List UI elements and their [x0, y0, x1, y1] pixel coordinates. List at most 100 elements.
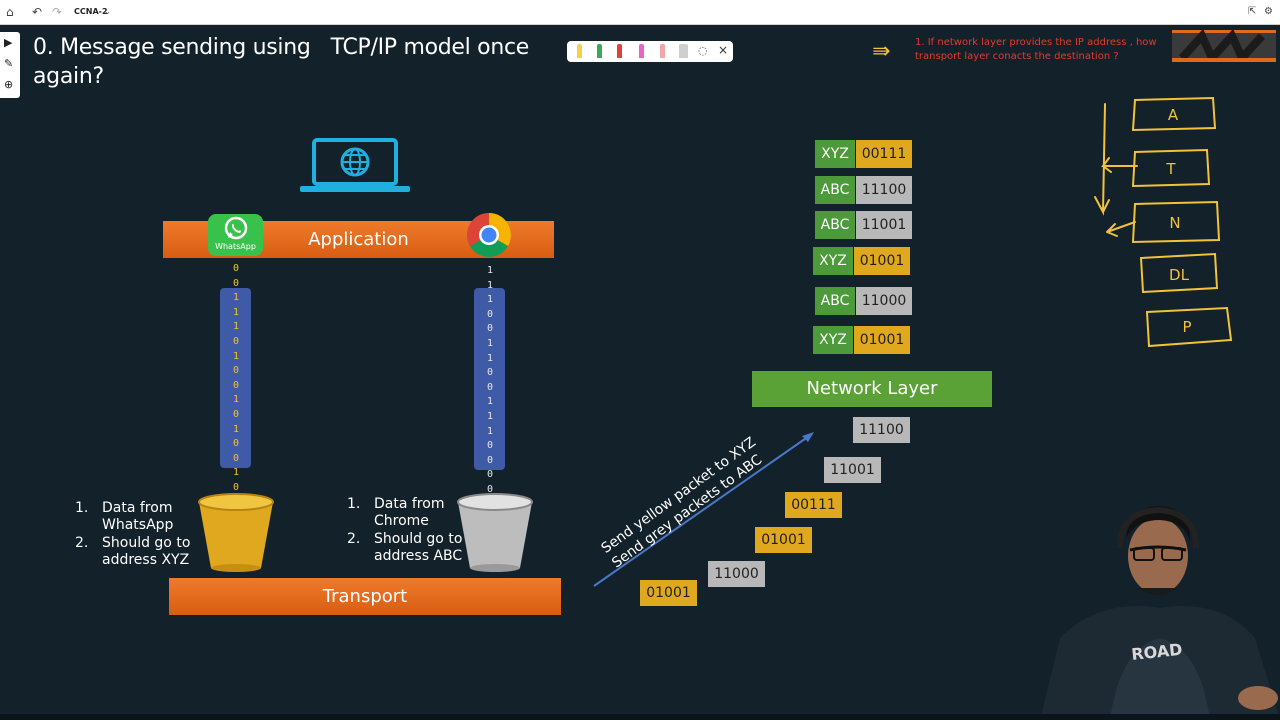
note-text: Data from: [102, 500, 173, 516]
browser-toolbar: ⌂ ↶ ↷ CCNA-2 ⌄ ⇱ ⚙: [0, 0, 1280, 25]
whatsapp-data-tube: [220, 288, 251, 468]
chrome-note: 1. Data from Chrome 2. Should go to addr…: [347, 496, 477, 566]
eraser[interactable]: [679, 44, 688, 58]
channel-logo: [1172, 28, 1276, 66]
yellow-bucket-icon: [198, 493, 274, 572]
hw-layer-dl: DL: [1169, 266, 1190, 284]
bit: 1: [486, 294, 494, 306]
bit: 1: [486, 352, 494, 364]
drawing-tool-sidebar: ▶ ✎ ⊕: [0, 32, 20, 98]
note-text: Should go to: [374, 531, 463, 547]
bit: 1: [486, 425, 494, 437]
bit: 0: [486, 454, 494, 466]
bit: 1: [232, 467, 240, 479]
stair-packet: 01001: [640, 580, 697, 606]
pointer-icon[interactable]: ▶: [4, 36, 13, 49]
note-number: 1.: [75, 500, 89, 516]
bit: 0: [232, 263, 240, 274]
share-icon[interactable]: ⇱: [1248, 6, 1257, 17]
stair-packet: 11000: [708, 561, 765, 587]
hw-layer-p: P: [1182, 318, 1191, 336]
pen-yellow[interactable]: [577, 44, 582, 58]
packet-row: ABC 11000: [815, 287, 913, 315]
grey-bucket-icon: [457, 493, 533, 572]
packet-bits: 11000: [856, 287, 912, 315]
bit: 0: [486, 323, 494, 335]
note-text: Should go to: [102, 535, 191, 551]
home-icon[interactable]: ⌂: [6, 5, 14, 19]
hw-layer-n: N: [1169, 214, 1180, 232]
bit: 1: [232, 292, 240, 304]
red-annotation-line-2: transport layer conacts the destination …: [915, 51, 1119, 62]
bit: 0: [232, 438, 240, 450]
packet-bits: 11100: [856, 176, 912, 204]
highlighter[interactable]: [660, 44, 665, 58]
note-text: Data from: [374, 496, 445, 512]
note-number: 2.: [347, 531, 361, 547]
packet-address: XYZ: [813, 247, 853, 275]
bit: 1: [232, 394, 240, 406]
packet-address: ABC: [815, 211, 855, 239]
bit: 1: [232, 423, 240, 435]
bit: 0: [232, 335, 240, 347]
handwritten-arrow-icon: ⇛: [872, 39, 891, 64]
close-icon[interactable]: ×: [718, 43, 729, 57]
bit: 0: [232, 408, 240, 420]
slide-title: 0. Message sending using TCP/IP model on…: [33, 33, 529, 91]
stair-packet: 11100: [853, 417, 910, 443]
hw-layer-t: T: [1165, 160, 1176, 178]
packet-row: XYZ 01001: [813, 247, 911, 275]
packet-bits: 01001: [854, 326, 910, 354]
handwritten-layer-stack: A T N DL P: [1094, 96, 1233, 348]
stair-packet: 11001: [824, 457, 881, 483]
whatsapp-bit-stream: 0 0 1 1 1 0 1 0 0 1 0 1 0 0 1 0: [229, 262, 243, 496]
stair-packet: 00111: [785, 492, 842, 518]
diagonal-arrow-icon: [593, 432, 814, 587]
bit: 0: [232, 481, 240, 493]
add-icon[interactable]: ⊕: [4, 78, 14, 91]
bit: 0: [232, 277, 240, 289]
bit: 1: [486, 396, 494, 408]
lasso-icon[interactable]: ◌: [698, 44, 708, 57]
undo-icon[interactable]: ↶: [32, 5, 43, 19]
bit: 0: [486, 367, 494, 379]
note-number: 2.: [75, 535, 89, 551]
pen-icon[interactable]: ✎: [4, 57, 14, 70]
bit: 0: [486, 469, 494, 481]
pen-red[interactable]: [617, 44, 622, 58]
packet-row: XYZ 01001: [813, 326, 911, 354]
note-text: address ABC: [374, 548, 463, 564]
pen-green[interactable]: [597, 44, 602, 58]
application-label: Application: [308, 229, 409, 250]
bit: 0: [486, 483, 494, 495]
packet-bits: 00111: [856, 140, 912, 168]
packet-address: ABC: [815, 287, 855, 315]
settings-icon[interactable]: ⚙: [1264, 6, 1273, 17]
network-layer-label: Network Layer: [806, 378, 938, 399]
transport-label: Transport: [322, 586, 408, 607]
whatsapp-icon: WhatsApp: [208, 214, 263, 256]
slide-title-line-1: 0. Message sending using TCP/IP model on…: [33, 35, 529, 60]
bit: 1: [486, 410, 494, 422]
stair-packet: 01001: [755, 527, 812, 553]
bit: 1: [232, 306, 240, 318]
presenter-webcam: ROAD: [1040, 506, 1280, 720]
bit: 1: [486, 265, 494, 276]
redo-icon[interactable]: ↷: [52, 5, 63, 19]
whatsapp-note: 1. Data from WhatsApp 2. Should go to ad…: [75, 500, 205, 570]
note-text: Chrome: [374, 513, 429, 529]
bit: 0: [486, 381, 494, 393]
pen-pink[interactable]: [639, 44, 644, 58]
bit: 0: [232, 379, 240, 391]
document-title[interactable]: CCNA-2: [74, 7, 108, 16]
slide-title-line-2: again?: [33, 64, 104, 89]
pen-color-toolbar: ◌ ×: [567, 41, 733, 62]
chrome-icon: [467, 213, 511, 257]
packet-bits: 11001: [856, 211, 912, 239]
chevron-down-icon[interactable]: ⌄: [104, 7, 111, 16]
bit: 0: [232, 365, 240, 377]
note-text: WhatsApp: [102, 517, 174, 533]
laptop-globe-icon: [300, 138, 410, 192]
packet-row: XYZ 00111: [815, 140, 913, 168]
bit: 1: [486, 279, 494, 291]
